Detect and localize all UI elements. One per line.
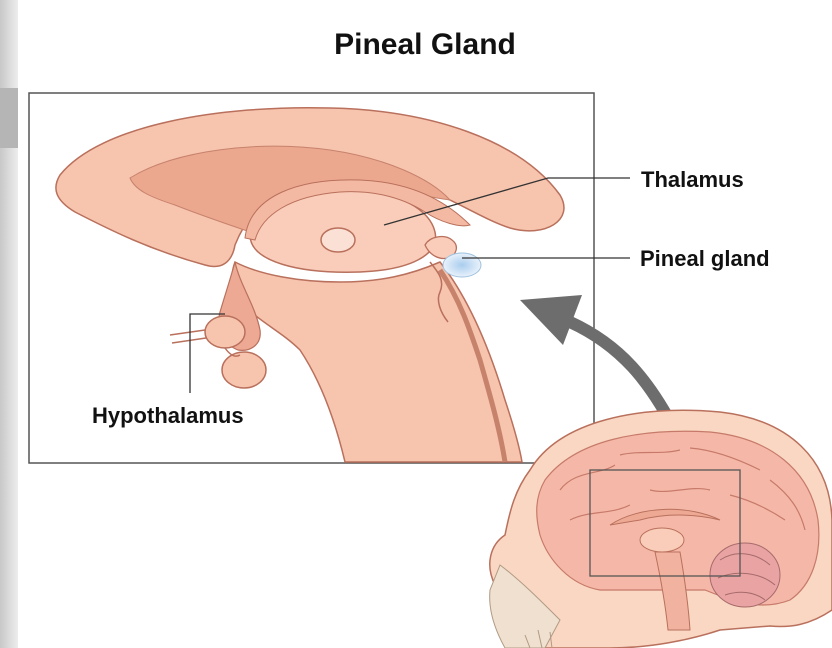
inset-cerebellum: [710, 543, 780, 607]
label-hypothalamus: Hypothalamus: [92, 403, 244, 429]
label-pineal-gland: Pineal gland: [640, 246, 770, 272]
interthalamic-adhesion: [321, 228, 355, 252]
optic-chiasm: [205, 316, 245, 348]
pituitary-gland: [222, 352, 266, 388]
inset-thalamus: [640, 528, 684, 552]
label-thalamus: Thalamus: [641, 167, 744, 193]
pineal-gland: [443, 253, 481, 277]
